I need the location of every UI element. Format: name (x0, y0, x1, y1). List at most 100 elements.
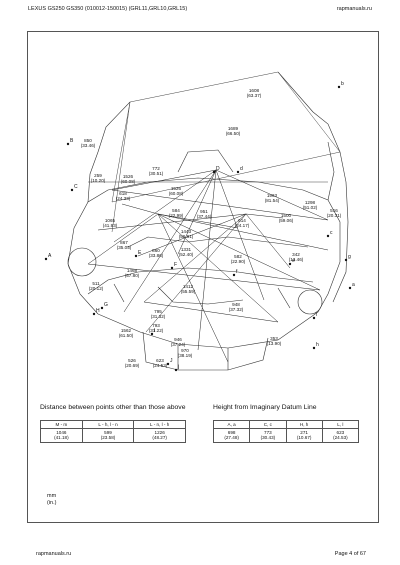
measurement-line (145, 213, 247, 333)
dimension-value-mm: 951 (200, 209, 208, 214)
body-structure-line (67, 227, 99, 315)
dimension-value-in: (81.54) (265, 198, 280, 203)
measurement-line (87, 263, 321, 291)
dimension-value-in: (31.32) (151, 314, 166, 319)
dimension-value-mm: 1500 (281, 213, 292, 218)
footer-site: rapmanuals.ru (36, 551, 72, 557)
reference-point-marker (100, 306, 104, 310)
datum-line (111, 101, 131, 203)
distance-value-cell: 1226(48.27) (133, 428, 186, 443)
reference-point-label: F (174, 262, 177, 268)
dimension-value-in: (41.93) (103, 223, 118, 228)
measurement-line (157, 213, 239, 229)
measurement-line (215, 169, 329, 221)
measurement-line (123, 169, 217, 313)
table-row: 698(27.48)773(30.43)271(10.67)623(24.53) (212, 428, 360, 443)
measurement-line (157, 213, 279, 323)
reference-point-marker (337, 85, 341, 89)
measurement-line (113, 169, 217, 243)
dimension-value-in: (24.53) (153, 363, 168, 368)
dimension-value-mm: 850 (84, 138, 92, 143)
measurement-line (137, 213, 247, 257)
height-header-cell: A, a (212, 420, 251, 429)
reference-point-marker (288, 262, 292, 266)
measurement-line (215, 169, 265, 301)
reference-point-marker (326, 234, 330, 238)
reference-point-label: d (240, 166, 243, 172)
reference-point-marker (44, 257, 48, 261)
dimension-value-mm: 526 (128, 358, 136, 363)
dimension-value-mm: 1468 (127, 268, 138, 273)
reference-point-label: J (170, 358, 173, 364)
reference-point-label: E (138, 250, 142, 256)
measurement-line (97, 213, 247, 231)
dimension-value-in: (37.44) (197, 214, 212, 219)
dimension-value-mm: 353 (270, 336, 278, 341)
units-in: (in.) (47, 500, 57, 506)
table-row: 1046(41.18)599(23.58)1226(48.27) (40, 428, 186, 443)
reference-point-label: G (104, 302, 108, 308)
dimension-value-mm: 1331 (181, 247, 192, 252)
body-structure-line (87, 151, 99, 203)
reference-point-marker (232, 273, 236, 277)
dimension-value-mm: 1443 (181, 229, 192, 234)
table-right-title: Height from Imaginary Datum Line (213, 404, 317, 411)
dimension-value-mm: 623 (156, 358, 164, 363)
reference-point-marker (166, 362, 170, 366)
dimension-value-mm: 970 (181, 348, 189, 353)
reference-point-marker (312, 346, 316, 350)
dimension-value-in: (37.24) (171, 342, 186, 347)
reference-point-marker (92, 312, 96, 316)
dimension-value-in: (55.59) (181, 289, 196, 294)
reference-point-label: f (236, 269, 238, 275)
body-structure-line (177, 344, 229, 370)
height-header-cell: L, l (321, 420, 360, 429)
dimension-value-mm: 1065 (105, 218, 116, 223)
body-structure-line (87, 267, 314, 295)
dimension-value-mm: 1298 (305, 200, 316, 205)
datum-line (111, 101, 131, 233)
dimension-value-in: (24.33) (116, 196, 131, 201)
reference-point-label: a (352, 282, 355, 288)
dimension-value-in: (66.50) (226, 131, 241, 136)
table-left-title: Distance between points other than those… (40, 404, 186, 411)
measurement-line (111, 169, 217, 191)
dimension-value-mm: 793 (152, 323, 160, 328)
measurement-line (143, 301, 279, 323)
body-structure-line (127, 236, 309, 248)
reference-point-marker (344, 258, 348, 262)
dimension-value-in: (59.06) (279, 218, 294, 223)
body-structure-line (97, 101, 131, 153)
dimension-value-mm: 1562 (121, 328, 132, 333)
dimension-value-mm: 582 (234, 254, 242, 259)
distance-value-cell: 1046(41.18) (40, 428, 83, 443)
dimension-value-mm: 1608 (249, 88, 260, 93)
reference-point-label: H (96, 308, 100, 314)
reference-point-marker (174, 368, 178, 372)
dimension-value-in: (56.81) (179, 234, 194, 239)
body-structure-line (97, 311, 319, 349)
dimension-value-mm: 795 (154, 309, 162, 314)
page-header: LEXUS GS250 GS350 (010012-150015) (GRL11… (28, 6, 372, 16)
diagram-svg: 1608(63.37)850(33.46)1689(66.50)259(10.2… (44, 71, 355, 372)
dimension-value-in: (20.12) (89, 286, 104, 291)
body-structure-line (157, 286, 244, 305)
datum-line (111, 151, 341, 203)
dimension-value-mm: 618 (119, 191, 127, 196)
body-structure-line (113, 283, 291, 309)
reference-point-label: I (154, 328, 155, 334)
dimension-value-mm: 259 (94, 173, 102, 178)
dimension-value-mm: 860 (152, 248, 160, 253)
dimension-value-in: (24.17) (235, 223, 250, 228)
distance-header-cell: L - n, l - h (133, 420, 186, 429)
distance-header-cell: L - h, l - n (81, 420, 135, 429)
dimension-value-mm: 584 (172, 208, 180, 213)
dimension-value-in: (51.02) (303, 205, 318, 210)
measurement-line (111, 189, 329, 221)
body-structure-line (73, 177, 341, 313)
dimension-value-in: (10.20) (91, 178, 106, 183)
reference-point-label: b (341, 81, 344, 87)
units-note: mm (in.) (47, 493, 56, 507)
reference-point-label: g (348, 254, 351, 260)
measurement-line (245, 213, 284, 219)
